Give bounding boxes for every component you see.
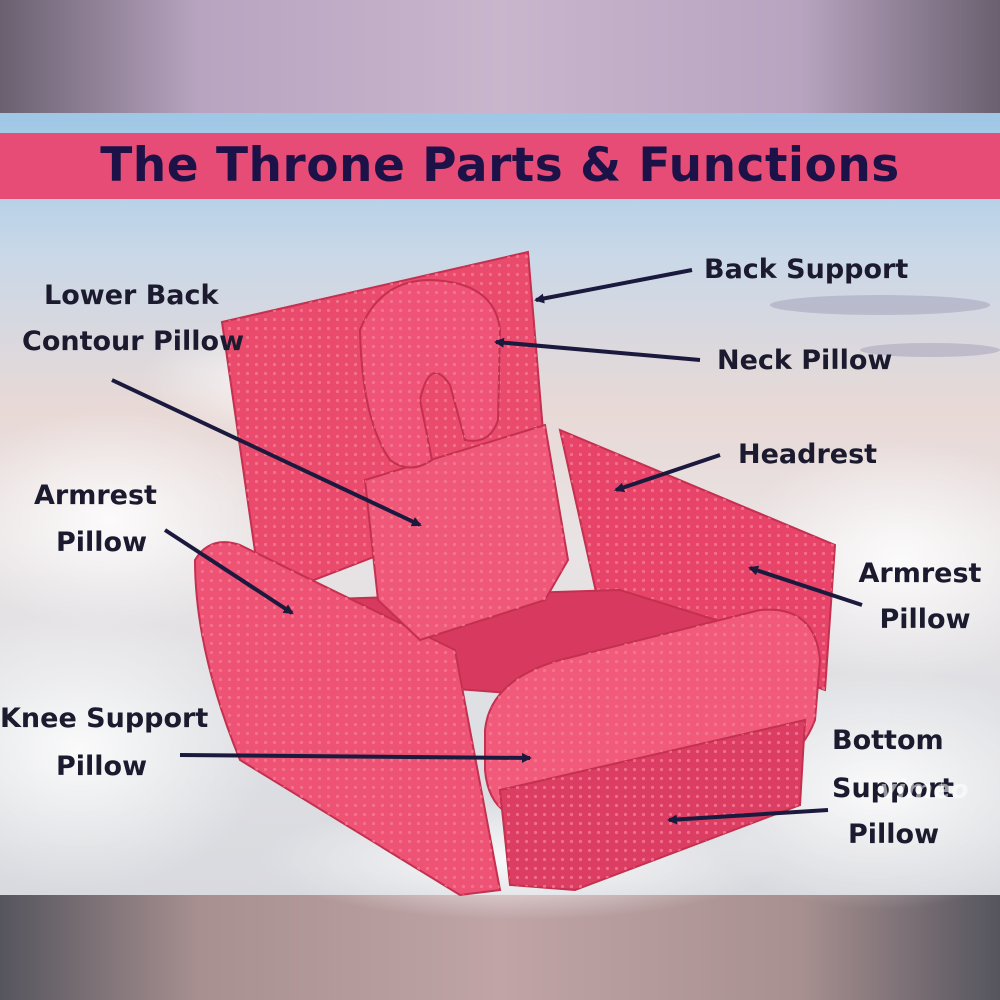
label-armrest-right-line1: Armrest	[858, 558, 982, 589]
label-neck-pillow: Neck Pillow	[717, 345, 893, 376]
arrow-armrest-right	[748, 565, 863, 607]
label-armrest-left-line2: Pillow	[56, 527, 148, 558]
title-banner	[0, 133, 1000, 199]
page-title: The Throne Parts & Functions	[100, 138, 900, 193]
top-blurred-border	[0, 0, 1000, 113]
label-armrest-right-line2: Pillow	[879, 604, 971, 635]
label-headrest: Headrest	[738, 439, 878, 470]
label-armrest-left-line1: Armrest	[34, 480, 157, 511]
arrow-bottom-support	[667, 808, 829, 825]
label-knee-support-line1: Knee Support	[0, 703, 209, 734]
arrow-armrest-left	[163, 528, 294, 615]
label-lower-back-line2: Contour Pillow	[22, 326, 245, 357]
label-knee-support-line2: Pillow	[56, 751, 148, 782]
label-bottom-support-line1: Bottom	[832, 725, 944, 756]
chair	[193, 250, 837, 897]
arrow-knee-support	[179, 752, 532, 763]
arrow-lower-back	[111, 378, 422, 527]
arrow-neck-pillow	[494, 337, 701, 362]
label-bottom-support-line2: Support	[832, 773, 955, 804]
label-back-support: Back Support	[704, 254, 909, 285]
label-bottom-support-line3: Pillow	[848, 819, 940, 850]
arrow-headrest	[614, 453, 721, 493]
watermark: vimeo	[880, 775, 969, 805]
arrow-back-support	[534, 268, 693, 304]
label-lower-back-line1: Lower Back	[44, 280, 219, 311]
